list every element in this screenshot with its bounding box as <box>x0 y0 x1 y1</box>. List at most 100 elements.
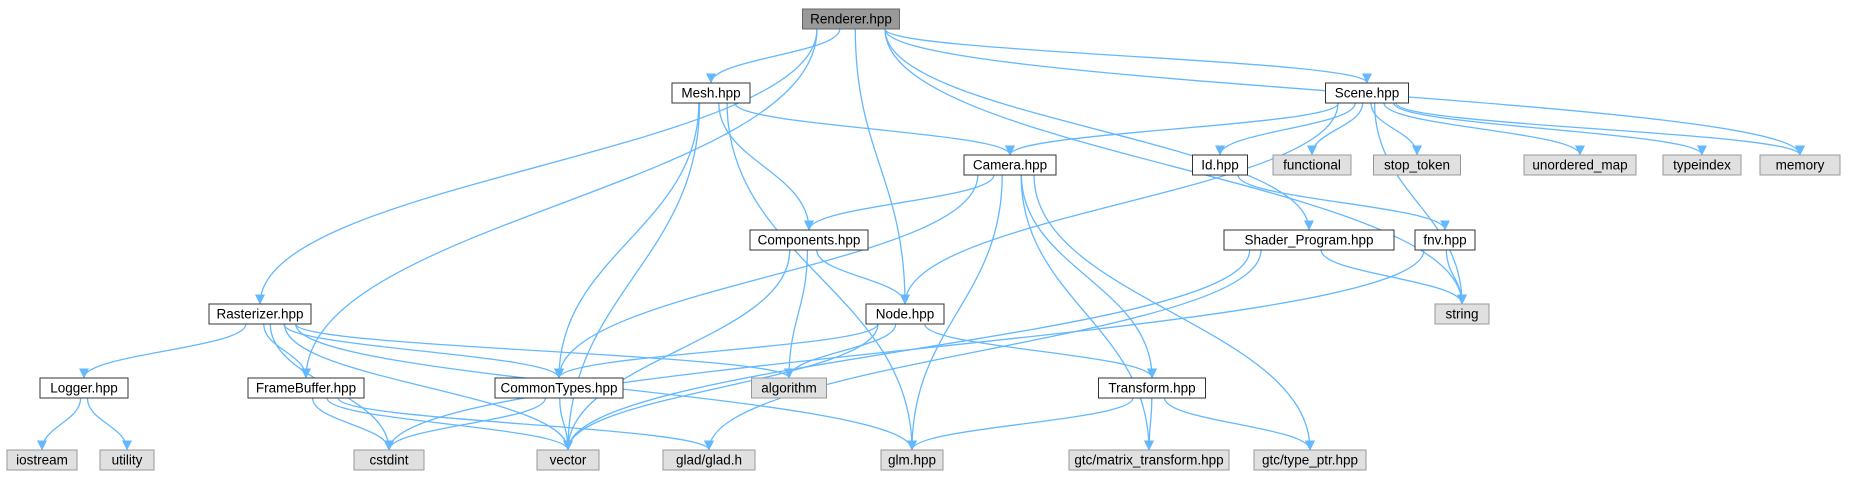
node-components[interactable]: Components.hpp <box>749 229 869 251</box>
node-box <box>1414 229 1476 251</box>
node-box <box>208 303 312 325</box>
edge-framebuffer-to-glad <box>337 397 714 451</box>
edge-renderer-to-scene <box>884 28 1372 84</box>
edge-components-to-node <box>816 249 910 305</box>
node-label: vector <box>550 453 587 468</box>
node-renderer[interactable]: Renderer.hpp <box>802 8 900 30</box>
node-box <box>1253 449 1367 471</box>
node-box <box>247 377 365 399</box>
edge-transform-to-glm <box>907 397 1134 451</box>
edge-renderer-to-string <box>884 28 1467 305</box>
edge-mesh-to-glm <box>726 102 917 451</box>
node-box <box>39 377 129 399</box>
node-label: stop_token <box>1384 158 1450 173</box>
edge-camera-to-type-ptr <box>1033 174 1315 451</box>
node-label: glm.hpp <box>888 453 936 468</box>
edge-scene-to-node <box>900 102 1339 305</box>
edge-components-to-vector <box>563 249 791 451</box>
node-functional: functional <box>1272 154 1352 176</box>
edge-camera-to-components <box>804 174 995 231</box>
node-string: string <box>1434 303 1490 325</box>
node-box <box>802 8 900 30</box>
node-typeindex: typeindex <box>1662 154 1742 176</box>
node-label: algorithm <box>761 381 817 396</box>
edge-node-to-commontypes <box>554 323 879 379</box>
edge-framebuffer-to-cstdint <box>311 397 394 451</box>
node-type-ptr: gtc/type_ptr.hpp <box>1253 449 1367 471</box>
edge-components-to-algorithm <box>784 249 809 379</box>
edge-camera-to-commontypes <box>554 174 979 379</box>
node-box <box>865 303 945 325</box>
edge-framebuffer-to-vector <box>326 397 573 451</box>
node-label: Mesh.hpp <box>681 86 740 101</box>
node-iostream: iostream <box>6 449 78 471</box>
node-transform[interactable]: Transform.hpp <box>1098 377 1206 399</box>
edge-node-to-transform <box>924 323 1157 379</box>
edge-commontypes-to-vector <box>559 397 573 451</box>
node-memory: memory <box>1759 154 1841 176</box>
edge-logger-to-utility <box>86 397 132 451</box>
edge-node-to-algorithm <box>784 323 897 379</box>
edge-renderer-to-mesh <box>706 28 841 84</box>
edge-layer <box>37 28 1805 451</box>
node-label: typeindex <box>1673 158 1731 173</box>
node-id[interactable]: Id.hpp <box>1192 154 1248 176</box>
edge-mesh-to-commontypes <box>554 102 700 379</box>
edge-scene-to-memory <box>1395 102 1805 156</box>
node-label: Shader_Program.hpp <box>1244 233 1373 248</box>
node-box <box>1759 154 1841 176</box>
edge-mesh-to-components <box>718 102 814 231</box>
node-box <box>6 449 78 471</box>
node-label: Node.hpp <box>876 307 935 322</box>
node-framebuffer[interactable]: FrameBuffer.hpp <box>247 377 365 399</box>
node-camera[interactable]: Camera.hpp <box>963 154 1057 176</box>
node-box <box>1662 154 1742 176</box>
edge-renderer-to-rasterizer <box>255 28 818 305</box>
node-box <box>963 154 1057 176</box>
node-box <box>1272 154 1352 176</box>
edge-rasterizer-to-logger <box>79 323 247 379</box>
node-label: functional <box>1283 158 1341 173</box>
node-label: iostream <box>16 453 68 468</box>
node-label: Id.hpp <box>1201 158 1239 173</box>
edge-scene-to-id <box>1215 102 1356 156</box>
edge-camera-to-transform <box>1020 174 1157 379</box>
node-label: FrameBuffer.hpp <box>256 381 356 396</box>
node-label: gtc/type_ptr.hpp <box>1262 453 1358 468</box>
edge-scene-to-typeindex <box>1393 102 1707 156</box>
node-label: Components.hpp <box>758 233 861 248</box>
edge-transform-to-matrix-transform <box>1144 397 1155 451</box>
node-scene[interactable]: Scene.hpp <box>1325 82 1409 104</box>
node-logger[interactable]: Logger.hpp <box>39 377 129 399</box>
node-glad: glad/glad.h <box>662 449 756 471</box>
node-box <box>353 449 425 471</box>
node-stop-token: stop_token <box>1373 154 1461 176</box>
node-utility: utility <box>99 449 155 471</box>
node-unordered-map: unordered_map <box>1523 154 1637 176</box>
edge-rasterizer-to-algorithm <box>295 323 794 379</box>
edge-scene-to-camera <box>1005 102 1340 156</box>
node-cstdint: cstdint <box>353 449 425 471</box>
node-label: unordered_map <box>1532 158 1627 173</box>
node-label: memory <box>1776 158 1825 173</box>
node-node[interactable]: Node.hpp <box>865 303 945 325</box>
node-label: gtc/matrix_transform.hpp <box>1074 453 1223 468</box>
node-box <box>1223 229 1395 251</box>
node-fnv[interactable]: fnv.hpp <box>1414 229 1476 251</box>
node-box <box>749 229 869 251</box>
node-box <box>1434 303 1490 325</box>
node-label: Rasterizer.hpp <box>216 307 303 322</box>
node-commontypes[interactable]: CommonTypes.hpp <box>494 377 624 399</box>
node-box <box>880 449 944 471</box>
node-box <box>671 82 751 104</box>
node-rasterizer[interactable]: Rasterizer.hpp <box>208 303 312 325</box>
node-mesh[interactable]: Mesh.hpp <box>671 82 751 104</box>
node-label: glad/glad.h <box>676 453 742 468</box>
node-algorithm: algorithm <box>751 377 827 399</box>
node-shader[interactable]: Shader_Program.hpp <box>1223 229 1395 251</box>
edge-scene-to-stop-token <box>1370 102 1422 156</box>
node-box <box>1373 154 1461 176</box>
edge-shader-to-string <box>1320 249 1467 305</box>
edge-transform-to-type-ptr <box>1163 397 1315 451</box>
